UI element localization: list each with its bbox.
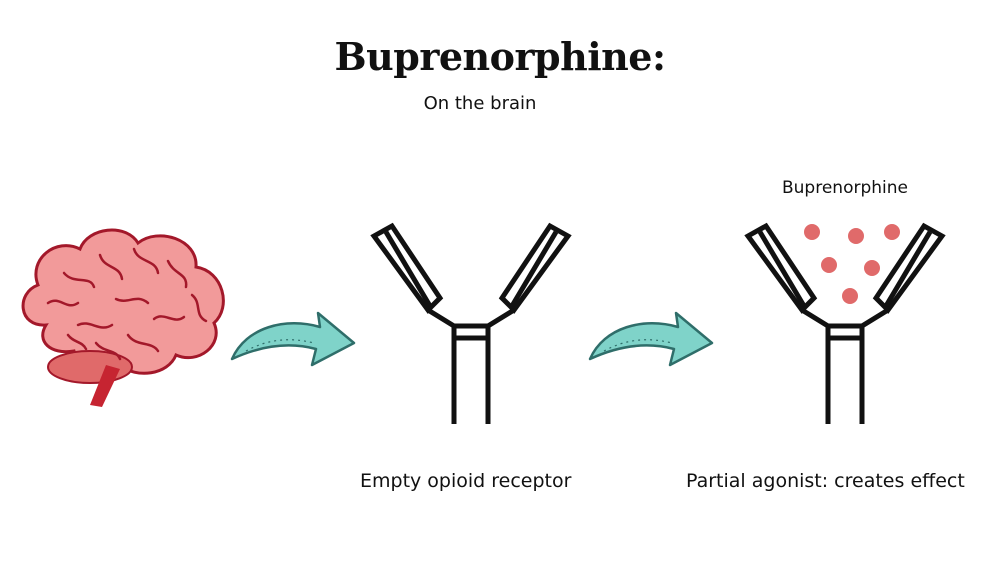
receptor-icon <box>744 222 946 424</box>
molecule-label: Buprenorphine <box>782 178 908 198</box>
brain-icon <box>21 228 225 407</box>
molecule-icon <box>804 224 900 304</box>
receptor-icon <box>370 222 572 424</box>
diagram-title: Buprenorphine: <box>334 34 666 79</box>
diagram-subtitle: On the brain <box>423 93 537 114</box>
partial-agonist-label: Partial agonist: creates effect <box>686 470 965 492</box>
arrow-icon <box>588 311 714 367</box>
empty-receptor-label: Empty opioid receptor <box>360 470 572 492</box>
arrow-icon <box>230 311 356 367</box>
